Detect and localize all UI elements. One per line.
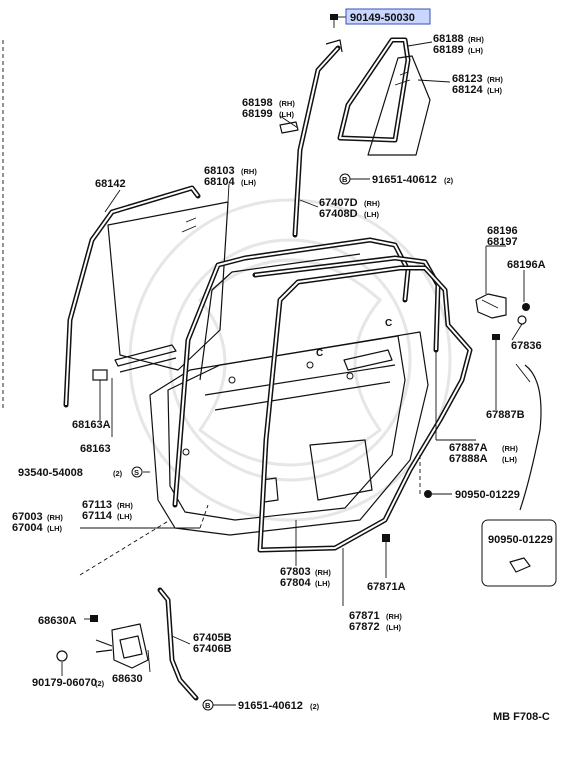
svg-text:S: S: [134, 468, 139, 477]
clip-68198-drawing: [279, 121, 299, 134]
clip-67871A-drawing: [382, 534, 390, 552]
label-67408D[interactable]: 67408D: [319, 208, 358, 220]
label-67803-suffix: (RH): [315, 568, 331, 577]
svg-text:B: B: [205, 701, 211, 710]
label-68196[interactable]: 68196: [487, 225, 518, 237]
svg-text:B: B: [342, 175, 348, 184]
window-regulator-drawing: [157, 587, 199, 701]
opening-trim-drawing: [252, 255, 441, 353]
label-67887A-suffix: (RH): [502, 444, 518, 453]
door-lock-drawing: [90, 615, 149, 669]
screw-93540-drawing: S: [131, 466, 143, 478]
hinge-drawing: [475, 293, 530, 325]
label-67871-suffix: (RH): [386, 612, 402, 621]
label-93540[interactable]: 93540-54008: [18, 467, 83, 479]
division-bar-channel-drawing: [292, 39, 343, 238]
bolt-91651-lower-drawing: B: [202, 699, 214, 711]
label-67407D-suffix: (RH): [364, 199, 380, 208]
bolt-91651-upper-drawing: B: [339, 173, 351, 185]
label-68104-suffix: (LH): [241, 178, 256, 187]
label-67114[interactable]: 67114: [82, 510, 113, 522]
label-68104[interactable]: 68104: [204, 176, 235, 188]
label-68163A[interactable]: 68163A: [72, 419, 111, 431]
label-67872[interactable]: 67872: [349, 621, 380, 633]
label-90179-qty: (2): [95, 679, 105, 688]
watermark-emblem: [128, 198, 452, 522]
label-68630A[interactable]: 68630A: [38, 615, 77, 627]
label-67003[interactable]: 67003: [12, 511, 43, 523]
marker-c-1: C: [316, 348, 323, 359]
label-91651-upper-qty: (2): [444, 176, 454, 185]
plug-90950-drawing: [424, 490, 432, 498]
door-weatherstrip-drawing: [257, 265, 473, 553]
label-67803[interactable]: 67803: [280, 566, 311, 578]
label-67888A-suffix: (LH): [502, 455, 517, 464]
quarter-weatherstrip-drawing: [337, 37, 411, 143]
label-67872-suffix: (LH): [386, 623, 401, 632]
diagram-code: MB F708-C: [493, 711, 550, 723]
belt-moulding-drawing: [92, 344, 177, 381]
label-68103[interactable]: 68103: [204, 165, 235, 177]
marker-c-2: C: [385, 318, 392, 329]
label-67406B[interactable]: 67406B: [193, 643, 232, 655]
plug-inset-drawing: [481, 519, 557, 587]
label-67836[interactable]: 67836: [511, 340, 542, 352]
door-glass-drawing: [107, 201, 229, 371]
label-91651-lower[interactable]: 91651-40612: [238, 700, 303, 712]
label-68197[interactable]: 68197: [487, 236, 518, 248]
highlight-box: [345, 8, 431, 25]
label-68142[interactable]: 68142: [95, 178, 126, 190]
label-93540-qty: (2): [113, 469, 123, 478]
label-67887A[interactable]: 67887A: [449, 442, 488, 454]
label-68199[interactable]: 68199: [242, 108, 273, 120]
quarter-glass-drawing: [367, 55, 431, 156]
label-68199-suffix: (LH): [279, 110, 294, 119]
label-67113-suffix: (RH): [117, 501, 133, 510]
clip-67836-drawing: [492, 334, 500, 350]
glass-run-drawing: [63, 185, 201, 408]
label-68198-suffix: (RH): [279, 99, 295, 108]
label-68189[interactable]: 68189: [433, 44, 464, 56]
label-67804[interactable]: 67804: [280, 577, 311, 589]
label-68630[interactable]: 68630: [112, 673, 143, 685]
label-67004-suffix: (LH): [47, 524, 62, 533]
label-67871A[interactable]: 67871A: [367, 581, 406, 593]
label-67003-suffix: (RH): [47, 513, 63, 522]
label-90179[interactable]: 90179-06070: [32, 677, 97, 689]
label-68189-suffix: (LH): [468, 46, 483, 55]
label-91651-lower-qty: (2): [310, 702, 320, 711]
label-68198[interactable]: 68198: [242, 97, 273, 109]
outer-weatherstrip-drawing: [519, 364, 542, 511]
label-67407D[interactable]: 67407D: [319, 197, 358, 209]
label-67408D-suffix: (LH): [364, 210, 379, 219]
label-67871[interactable]: 67871: [349, 610, 380, 622]
label-67114-suffix: (LH): [117, 512, 132, 521]
label-91651-upper[interactable]: 91651-40612: [372, 174, 437, 186]
label-68196A[interactable]: 68196A: [507, 259, 546, 271]
screw-90149-drawing: [330, 14, 338, 28]
label-68124[interactable]: 68124: [452, 84, 483, 96]
label-67004[interactable]: 67004: [12, 522, 43, 534]
label-68124-suffix: (LH): [487, 86, 502, 95]
leader-lines: [61, 16, 531, 706]
label-68123-suffix: (RH): [487, 75, 503, 84]
label-68103-suffix: (RH): [241, 167, 257, 176]
label-68188-suffix: (RH): [468, 35, 484, 44]
label-67888A[interactable]: 67888A: [449, 453, 488, 465]
label-68163[interactable]: 68163: [80, 443, 111, 455]
label-90950-main[interactable]: 90950-01229: [455, 489, 520, 501]
label-67405B[interactable]: 67405B: [193, 632, 232, 644]
label-67804-suffix: (LH): [315, 579, 330, 588]
label-67113[interactable]: 67113: [82, 499, 112, 511]
nut-90179-drawing: [56, 650, 68, 662]
label-68188[interactable]: 68188: [433, 33, 464, 45]
label-90149[interactable]: 90149-50030: [350, 12, 415, 24]
label-90950-inset[interactable]: 90950-01229: [488, 534, 553, 546]
label-68123[interactable]: 68123: [452, 73, 483, 85]
label-67887B[interactable]: 67887B: [486, 409, 525, 421]
